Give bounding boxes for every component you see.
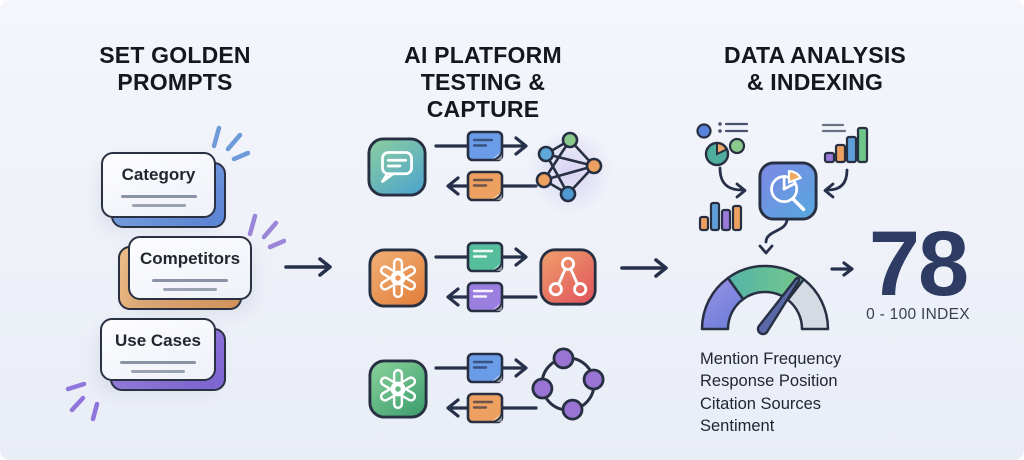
placeholder-text-line bbox=[131, 204, 186, 207]
title-line: DATA ANALYSIS bbox=[724, 42, 906, 68]
network-graph-icon bbox=[528, 130, 612, 214]
request-response-arrows bbox=[434, 241, 538, 313]
metric-item: Mention Frequency bbox=[700, 350, 842, 368]
prompt-card-competitors: Competitors bbox=[118, 236, 252, 310]
placeholder-text-line bbox=[152, 279, 228, 282]
placeholder-text-line bbox=[163, 288, 217, 291]
openai-logo-icon bbox=[368, 359, 428, 419]
curved-arrow-icon bbox=[823, 168, 849, 199]
metric-item: Sentiment bbox=[700, 416, 775, 435]
speech-bubble-glyph bbox=[381, 151, 413, 183]
prompt-card-use-cases: Use Cases bbox=[100, 318, 226, 391]
response-note-icon bbox=[466, 281, 504, 313]
gauge-arc bbox=[700, 264, 830, 331]
sparkle-icon bbox=[247, 213, 286, 250]
metric-item: Citation Sources bbox=[700, 394, 822, 413]
connector-squiggle-arrow bbox=[758, 217, 789, 255]
request-note-icon bbox=[466, 352, 504, 384]
share-nodes-icon bbox=[539, 248, 597, 306]
title-line: PROMPTS bbox=[117, 69, 233, 95]
placeholder-text-line bbox=[131, 370, 185, 373]
gauge-needle bbox=[756, 276, 801, 336]
arrow-to-score bbox=[830, 261, 854, 277]
visibility-score: 78 bbox=[868, 213, 969, 315]
card-label: Competitors bbox=[139, 249, 241, 268]
card-face: Use Cases bbox=[100, 318, 216, 381]
response-note-icon bbox=[466, 170, 504, 202]
metric-list: Mention Frequency Response Position Cita… bbox=[700, 348, 841, 437]
card-face: Category bbox=[101, 152, 216, 218]
metric-item: Response Position bbox=[700, 372, 838, 391]
mini-charts-left bbox=[696, 122, 749, 232]
node-cycle-icon bbox=[531, 347, 605, 421]
pie-chart-icon bbox=[704, 141, 730, 167]
openai-logo-icon bbox=[368, 248, 428, 308]
list-icon bbox=[821, 123, 847, 133]
score-gauge bbox=[700, 217, 854, 336]
sparkle-icon bbox=[211, 125, 250, 162]
column-title-platform-testing: AI PLATFORM TESTING & CAPTURE bbox=[363, 42, 603, 123]
list-icon bbox=[718, 122, 749, 133]
placeholder-text-line bbox=[120, 195, 197, 198]
openai-knot-glyph bbox=[379, 368, 417, 410]
request-note-icon bbox=[466, 241, 504, 273]
bar-chart-icon bbox=[698, 201, 743, 232]
title-line: & INDEXING bbox=[746, 69, 884, 95]
pie-magnifier-glyph bbox=[770, 175, 806, 212]
mini-charts-right bbox=[821, 123, 869, 199]
title-line: SET GOLDEN bbox=[99, 42, 251, 68]
chat-bubble-icon bbox=[367, 137, 427, 197]
dot-marker-icon bbox=[728, 137, 746, 155]
placeholder-text-line bbox=[120, 361, 196, 364]
request-response-arrows bbox=[434, 352, 538, 424]
curved-arrow-icon bbox=[718, 166, 747, 199]
sparkle-icon bbox=[65, 381, 100, 422]
score-scale-label: 0 - 100 INDEX bbox=[866, 306, 970, 323]
title-line: AI PLATFORM bbox=[404, 42, 562, 68]
card-label: Use Cases bbox=[114, 331, 201, 350]
title-line: TESTING & CAPTURE bbox=[420, 69, 546, 122]
column-title-golden-prompts: SET GOLDEN PROMPTS bbox=[59, 42, 291, 96]
column-title-data-analysis: DATA ANALYSIS & INDEXING bbox=[695, 42, 935, 96]
flow-arrow-prompts-to-testing bbox=[284, 257, 332, 277]
card-face: Competitors bbox=[128, 236, 252, 300]
request-response-arrows bbox=[434, 130, 538, 202]
magnifier-analytics-icon bbox=[758, 161, 818, 221]
dot-marker-icon bbox=[696, 123, 712, 139]
request-note-icon bbox=[466, 130, 504, 162]
card-label: Category bbox=[121, 165, 196, 184]
nodes-glyph bbox=[548, 256, 588, 297]
response-note-icon bbox=[466, 392, 504, 424]
bar-chart-icon bbox=[823, 126, 869, 164]
flow-arrow-testing-to-analysis bbox=[620, 258, 668, 278]
openai-knot-glyph bbox=[379, 257, 417, 299]
prompt-card-category: Category bbox=[101, 152, 226, 228]
